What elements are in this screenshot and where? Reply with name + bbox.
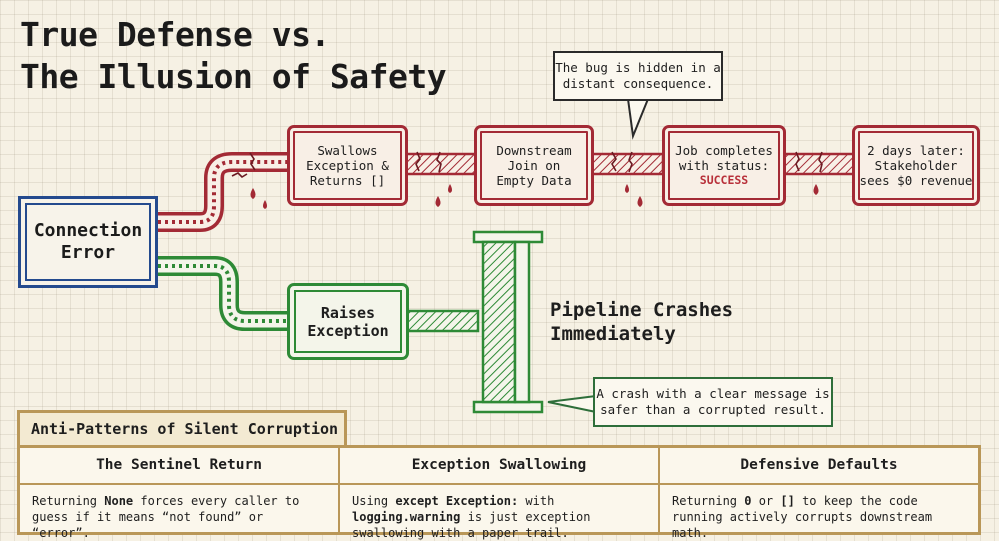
code-snippet: None <box>104 494 134 508</box>
red-step-1-line-3: Returns [] <box>309 173 386 188</box>
red-step-4-line-3: sees $0 revenue <box>859 173 973 188</box>
desc-text: to keep the code running actively corrup… <box>672 494 933 540</box>
desc-text: with <box>518 494 555 508</box>
red-pipe-route <box>158 152 290 232</box>
callout-tails <box>547 98 649 413</box>
anti-pattern-description: Returning None forces every caller to gu… <box>20 485 338 541</box>
desc-text: Using <box>352 494 396 508</box>
anti-pattern-title: Defensive Defaults <box>660 448 978 485</box>
title-line-1: True Defense vs. <box>20 15 330 54</box>
anti-pattern-description: Using except Exception: with logging.war… <box>340 485 658 541</box>
anti-patterns-heading: Anti-Patterns of Silent Corruption <box>17 410 347 446</box>
red-step-2-line-3: Empty Data <box>496 173 572 188</box>
connection-error-box: Connection Error <box>18 196 158 288</box>
pipeline-crashes-label: Pipeline Crashes Immediately <box>550 298 733 346</box>
desc-text: Returning <box>32 494 105 508</box>
green-step-line-2: Exception <box>307 321 389 340</box>
code-snippet: except Exception: <box>395 494 519 508</box>
red-step-downstream-join: Downstream Join on Empty Data <box>474 125 594 206</box>
anti-pattern-title: Exception Swallowing <box>340 448 658 485</box>
desc-text: forces every caller to guess if it means… <box>32 494 300 540</box>
code-snippet: logging.warning <box>352 510 461 524</box>
red-step-3-line-2: with status: <box>678 158 770 173</box>
red-step-swallows-exception: Swallows Exception & Returns [] <box>287 125 408 206</box>
hidden-bug-callout: The bug is hidden in a distant consequen… <box>553 51 723 101</box>
red-step-1-line-1: Swallows <box>317 143 378 158</box>
hidden-bug-callout-line-2: distant consequence. <box>562 76 714 91</box>
connection-error-line-2: Error <box>60 242 116 263</box>
connection-error-line-1: Connection <box>33 220 143 241</box>
anti-pattern-title: The Sentinel Return <box>20 448 338 485</box>
code-snippet: 0 <box>744 494 752 508</box>
pipeline-crashes-line-1: Pipeline Crashes <box>550 299 734 321</box>
red-step-stakeholder-sees-zero: 2 days later: Stakeholder sees $0 revenu… <box>852 125 980 206</box>
anti-patterns-panel: The Sentinel Return Returning None force… <box>17 445 981 540</box>
crash-barrier <box>472 230 544 414</box>
leak-drops <box>250 184 819 209</box>
red-step-4-line-2: Stakeholder <box>874 158 958 173</box>
clear-crash-callout-line-1: A crash with a clear message is <box>596 386 830 401</box>
success-status-badge: SUCCESS <box>699 173 749 187</box>
red-step-4-line-1: 2 days later: <box>867 143 965 158</box>
red-step-1-line-2: Exception & <box>306 158 389 173</box>
red-step-job-completes: Job completes with status: SUCCESS <box>662 125 786 206</box>
hidden-bug-callout-line-1: The bug is hidden in a <box>555 60 721 75</box>
page-title: True Defense vs. The Illusion of Safety <box>20 14 447 98</box>
pipeline-crashes-line-2: Immediately <box>550 323 676 345</box>
red-step-3-line-1: Job completes <box>675 143 773 158</box>
red-step-2-line-1: Downstream <box>496 143 572 158</box>
desc-text: or <box>751 494 781 508</box>
desc-text: Returning <box>672 494 745 508</box>
anti-pattern-exception-swallowing: Exception Swallowing Using except Except… <box>340 448 660 540</box>
anti-pattern-sentinel-return: The Sentinel Return Returning None force… <box>20 448 340 540</box>
crack-marks <box>231 151 823 179</box>
red-step-2-line-2: Join on <box>507 158 561 173</box>
green-pipe-route <box>158 256 480 333</box>
title-line-2: The Illusion of Safety <box>20 57 447 96</box>
green-step-line-1: Raises <box>320 303 376 322</box>
anti-pattern-defensive-defaults: Defensive Defaults Returning 0 or [] to … <box>660 448 978 540</box>
green-step-raises-exception: Raises Exception <box>287 283 409 360</box>
code-snippet: [] <box>780 494 795 508</box>
anti-pattern-description: Returning 0 or [] to keep the code runni… <box>660 485 978 541</box>
clear-crash-callout: A crash with a clear message is safer th… <box>593 377 833 427</box>
clear-crash-callout-line-2: safer than a corrupted result. <box>600 402 826 417</box>
